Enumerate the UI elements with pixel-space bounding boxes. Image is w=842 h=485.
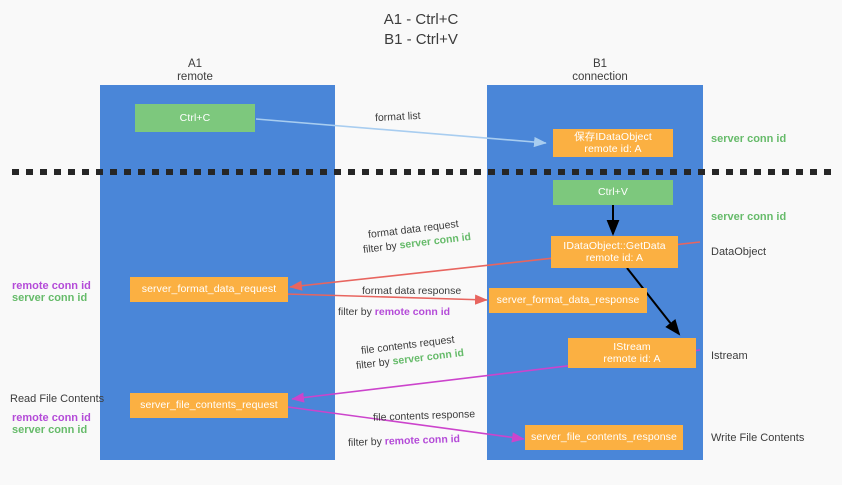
annot-format-data-response: format data response xyxy=(362,285,462,297)
label-file-remote-conn-id: remote conn id xyxy=(12,412,91,424)
annot-filter-prefix: filter by xyxy=(355,355,394,373)
label-format-server-conn-id: server conn id xyxy=(12,292,88,304)
label-server-conn-id-mid: server conn id xyxy=(711,211,787,223)
box-ctrl-v[interactable]: Ctrl+V xyxy=(553,180,673,205)
label-file-server-conn-id: server conn id xyxy=(12,424,88,436)
box-server-format-data-response[interactable]: server_format_data_response xyxy=(489,288,647,313)
box-server-file-contents-request[interactable]: server_file_contents_request xyxy=(130,393,288,418)
annot-format-data-response-filter: filter by remote conn id xyxy=(338,305,450,319)
annot-format-list: format list xyxy=(374,109,421,125)
column-header-b1: B1 connection xyxy=(572,58,628,83)
label-write-file-contents: Write File Contents xyxy=(711,432,805,444)
annot-file-contents-response: file contents response xyxy=(372,408,476,424)
column-header-a1: A1 remote xyxy=(177,58,213,83)
page-title: A1 - Ctrl+C B1 - Ctrl+V xyxy=(383,11,459,48)
box-server-format-data-request[interactable]: server_format_data_request xyxy=(130,277,288,302)
label-format-remote-conn-id: remote conn id xyxy=(12,280,91,292)
annot-file-contents-response-filter: filter by remote conn id xyxy=(348,432,460,450)
box-save-idataobject[interactable]: 保存IDataObject remote id: A xyxy=(553,129,673,157)
box-server-file-contents-response[interactable]: server_file_contents_response xyxy=(525,425,683,450)
annot-filter-prefix: filter by xyxy=(347,435,385,449)
annot-filter-prefix: filter by xyxy=(362,239,401,257)
label-dataobject: DataObject xyxy=(711,246,767,258)
label-istream: Istream xyxy=(711,350,748,362)
box-idataobject-getdata[interactable]: IDataObject::GetData remote id: A xyxy=(551,236,678,268)
label-read-file-contents: Read File Contents xyxy=(10,393,105,405)
annot-filter-prefix: filter by xyxy=(338,306,375,318)
annot-filter-value: remote conn id xyxy=(384,433,461,448)
box-ctrl-c[interactable]: Ctrl+C xyxy=(135,104,255,132)
box-istream[interactable]: IStream remote id: A xyxy=(568,338,696,368)
label-server-conn-id-top: server conn id xyxy=(711,133,787,145)
annot-filter-value: remote conn id xyxy=(374,306,451,318)
